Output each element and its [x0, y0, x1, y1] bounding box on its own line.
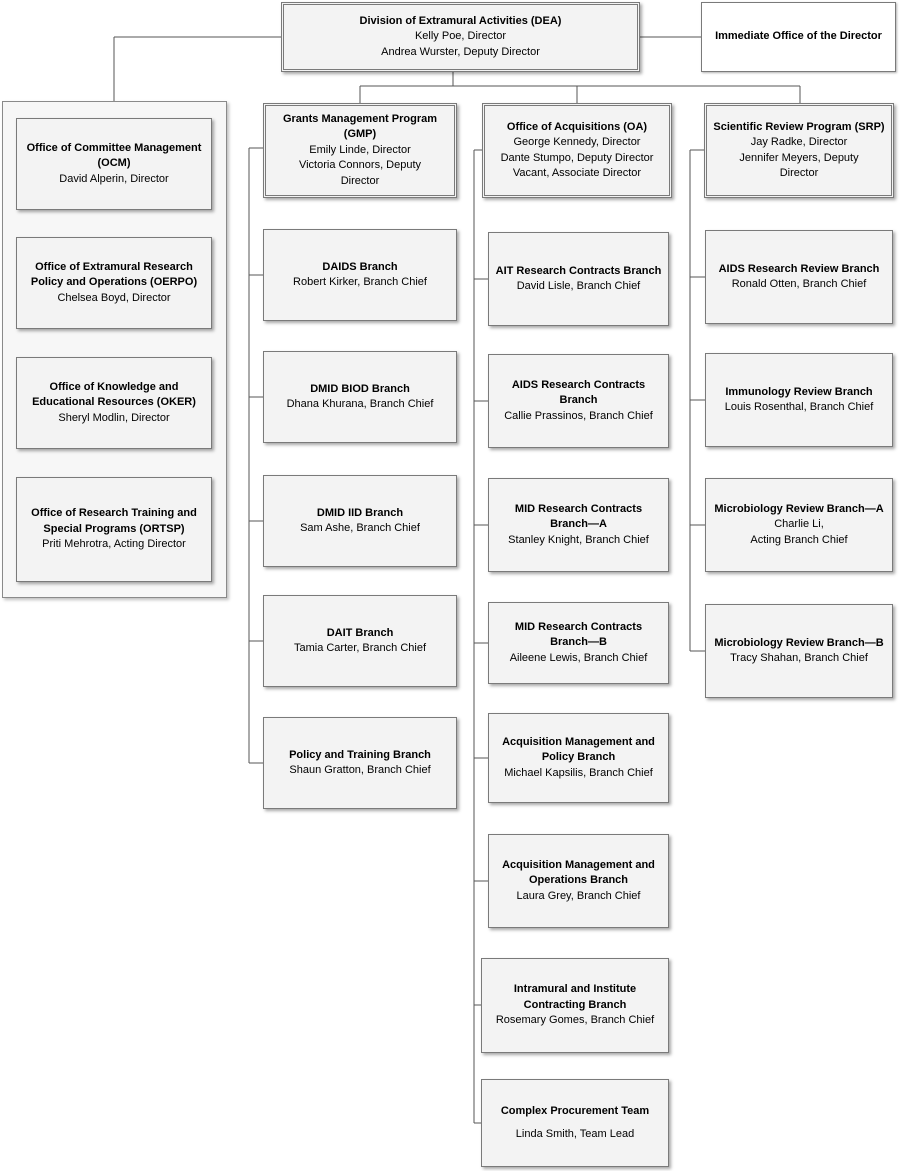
box-title: DMID IID Branch: [316, 506, 404, 519]
box-line: Dhana Khurana, Branch Chief: [286, 398, 434, 410]
box-line: Louis Rosenthal, Branch Chief: [724, 401, 874, 413]
box-line: Michael Kapsilis, Branch Chief: [504, 766, 653, 779]
office-ocm-box[interactable]: Office of Committee Management (OCM) David…: [16, 118, 212, 210]
box-title: Grants Management Program: [282, 112, 438, 125]
box-title: MID Research Contracts: [514, 502, 643, 515]
box-title: Office of Knowledge and: [49, 380, 179, 393]
box-line: Shaun Gratton, Branch Chief: [289, 764, 431, 776]
box-line: Acting Branch Chief: [750, 533, 848, 546]
box-title: (GMP): [343, 128, 377, 141]
box-title: Policy and Training Branch: [289, 748, 431, 761]
box-line: Rosemary Gomes, Branch Chief: [495, 1014, 655, 1027]
box-line: Priti Mehrotra, Acting Director: [42, 538, 186, 551]
box-title: DAIDS Branch: [322, 260, 398, 273]
box-title: Microbiology Review Branch—B: [714, 636, 884, 649]
box-title: Office of Research Training and: [31, 507, 197, 520]
box-title: Policy and Operations (OERPO): [30, 276, 198, 289]
box-line: Vacant, Associate Director: [512, 167, 642, 179]
box-line: Sam Ashe, Branch Chief: [300, 522, 420, 534]
box-line: Andrea Wurster, Deputy Director: [381, 45, 540, 58]
box-title: Operations Branch: [528, 874, 629, 887]
box-line: Stanley Knight, Branch Chief: [508, 533, 649, 546]
box-line: David Alperin, Director: [59, 172, 169, 185]
box-line: Jay Radke, Director: [750, 136, 848, 148]
box-title: Acquisition Management and: [502, 735, 655, 748]
box-line: Aileene Lewis, Branch Chief: [509, 651, 648, 664]
box-title: Educational Resources (OKER): [32, 396, 196, 409]
box-title: Branch—B: [550, 636, 607, 649]
srp-branch-microbiology-a[interactable]: Microbiology Review Branch—A Charlie Li, A…: [705, 478, 893, 572]
box-title: DAIT Branch: [326, 626, 394, 639]
box-title: Intramural and Institute: [513, 983, 637, 996]
box-line: Jennifer Meyers, Deputy: [739, 151, 859, 164]
oa-head-box[interactable]: Office of Acquisitions (OA) George Kenned…: [482, 103, 672, 198]
box-title: Immediate Office of the Director: [715, 30, 882, 43]
box-title: AIDS Research Review Branch: [718, 262, 880, 275]
box-title: Office of Committee Management: [26, 141, 202, 154]
box-title: AIDS Research Contracts Branch: [511, 378, 646, 407]
srp-branch-microbiology-b[interactable]: Microbiology Review Branch—B Tracy Shahan…: [705, 604, 893, 698]
box-line: Chelsea Boyd, Director: [57, 291, 171, 304]
box-line: Callie Prassinos, Branch Chief: [504, 409, 653, 422]
box-line: Victoria Connors, Deputy: [298, 159, 422, 172]
box-title: Office of Extramural Research: [35, 260, 193, 273]
gmp-head-box[interactable]: Grants Management Program (GMP) Emily Lind…: [263, 103, 457, 198]
box-line: Tracy Shahan, Branch Chief: [730, 652, 868, 664]
box-line: Director: [340, 174, 380, 187]
box-line: Linda Smith, Team Lead: [515, 1128, 635, 1140]
box-line: Sheryl Modlin, Director: [58, 411, 170, 424]
box-line: Dante Stumpo, Deputy Director: [500, 151, 654, 164]
box-line: Kelly Poe, Director: [414, 30, 507, 43]
box-title: Scientific Review Program (SRP): [713, 120, 885, 133]
box-line: David Lisle, Branch Chief: [516, 280, 641, 292]
box-title: Division of Extramural Activities (DEA): [359, 14, 562, 27]
box-title: Branch—A: [550, 518, 607, 531]
box-title: Office of Acquisitions (OA): [506, 120, 648, 133]
box-line: Emily Linde, Director: [309, 143, 411, 156]
immediate-office-box[interactable]: Immediate Office of the Director: [701, 2, 896, 72]
box-line: Robert Kirker, Branch Chief: [293, 276, 427, 288]
box-title: DMID BIOD Branch: [310, 382, 410, 395]
srp-head-box[interactable]: Scientific Review Program (SRP) Jay Radke…: [704, 103, 894, 198]
box-title: Policy Branch: [541, 751, 616, 764]
box-title: (OCM): [97, 157, 131, 170]
box-title: Microbiology Review Branch—A: [714, 502, 884, 515]
box-line: Tamia Carter, Branch Chief: [293, 642, 427, 654]
box-title: Special Programs (ORTSP): [43, 522, 185, 535]
box-title: Complex Procurement Team: [500, 1104, 650, 1117]
box-title: Acquisition Management and: [502, 858, 655, 871]
box-line: George Kennedy, Director: [513, 136, 641, 148]
box-line: Charlie Li,: [774, 518, 824, 531]
box-title: AIT Research Contracts Branch: [495, 264, 662, 277]
box-line: Laura Grey, Branch Chief: [516, 889, 641, 902]
box-title: Contracting Branch: [523, 998, 627, 1011]
box-title: MID Research Contracts: [514, 620, 643, 633]
box-title: Immunology Review Branch: [725, 385, 873, 398]
box-line: Director: [779, 167, 819, 179]
box-line: Ronald Otten, Branch Chief: [731, 278, 867, 290]
dea-box[interactable]: Division of Extramural Activities (DEA) K…: [281, 2, 640, 72]
